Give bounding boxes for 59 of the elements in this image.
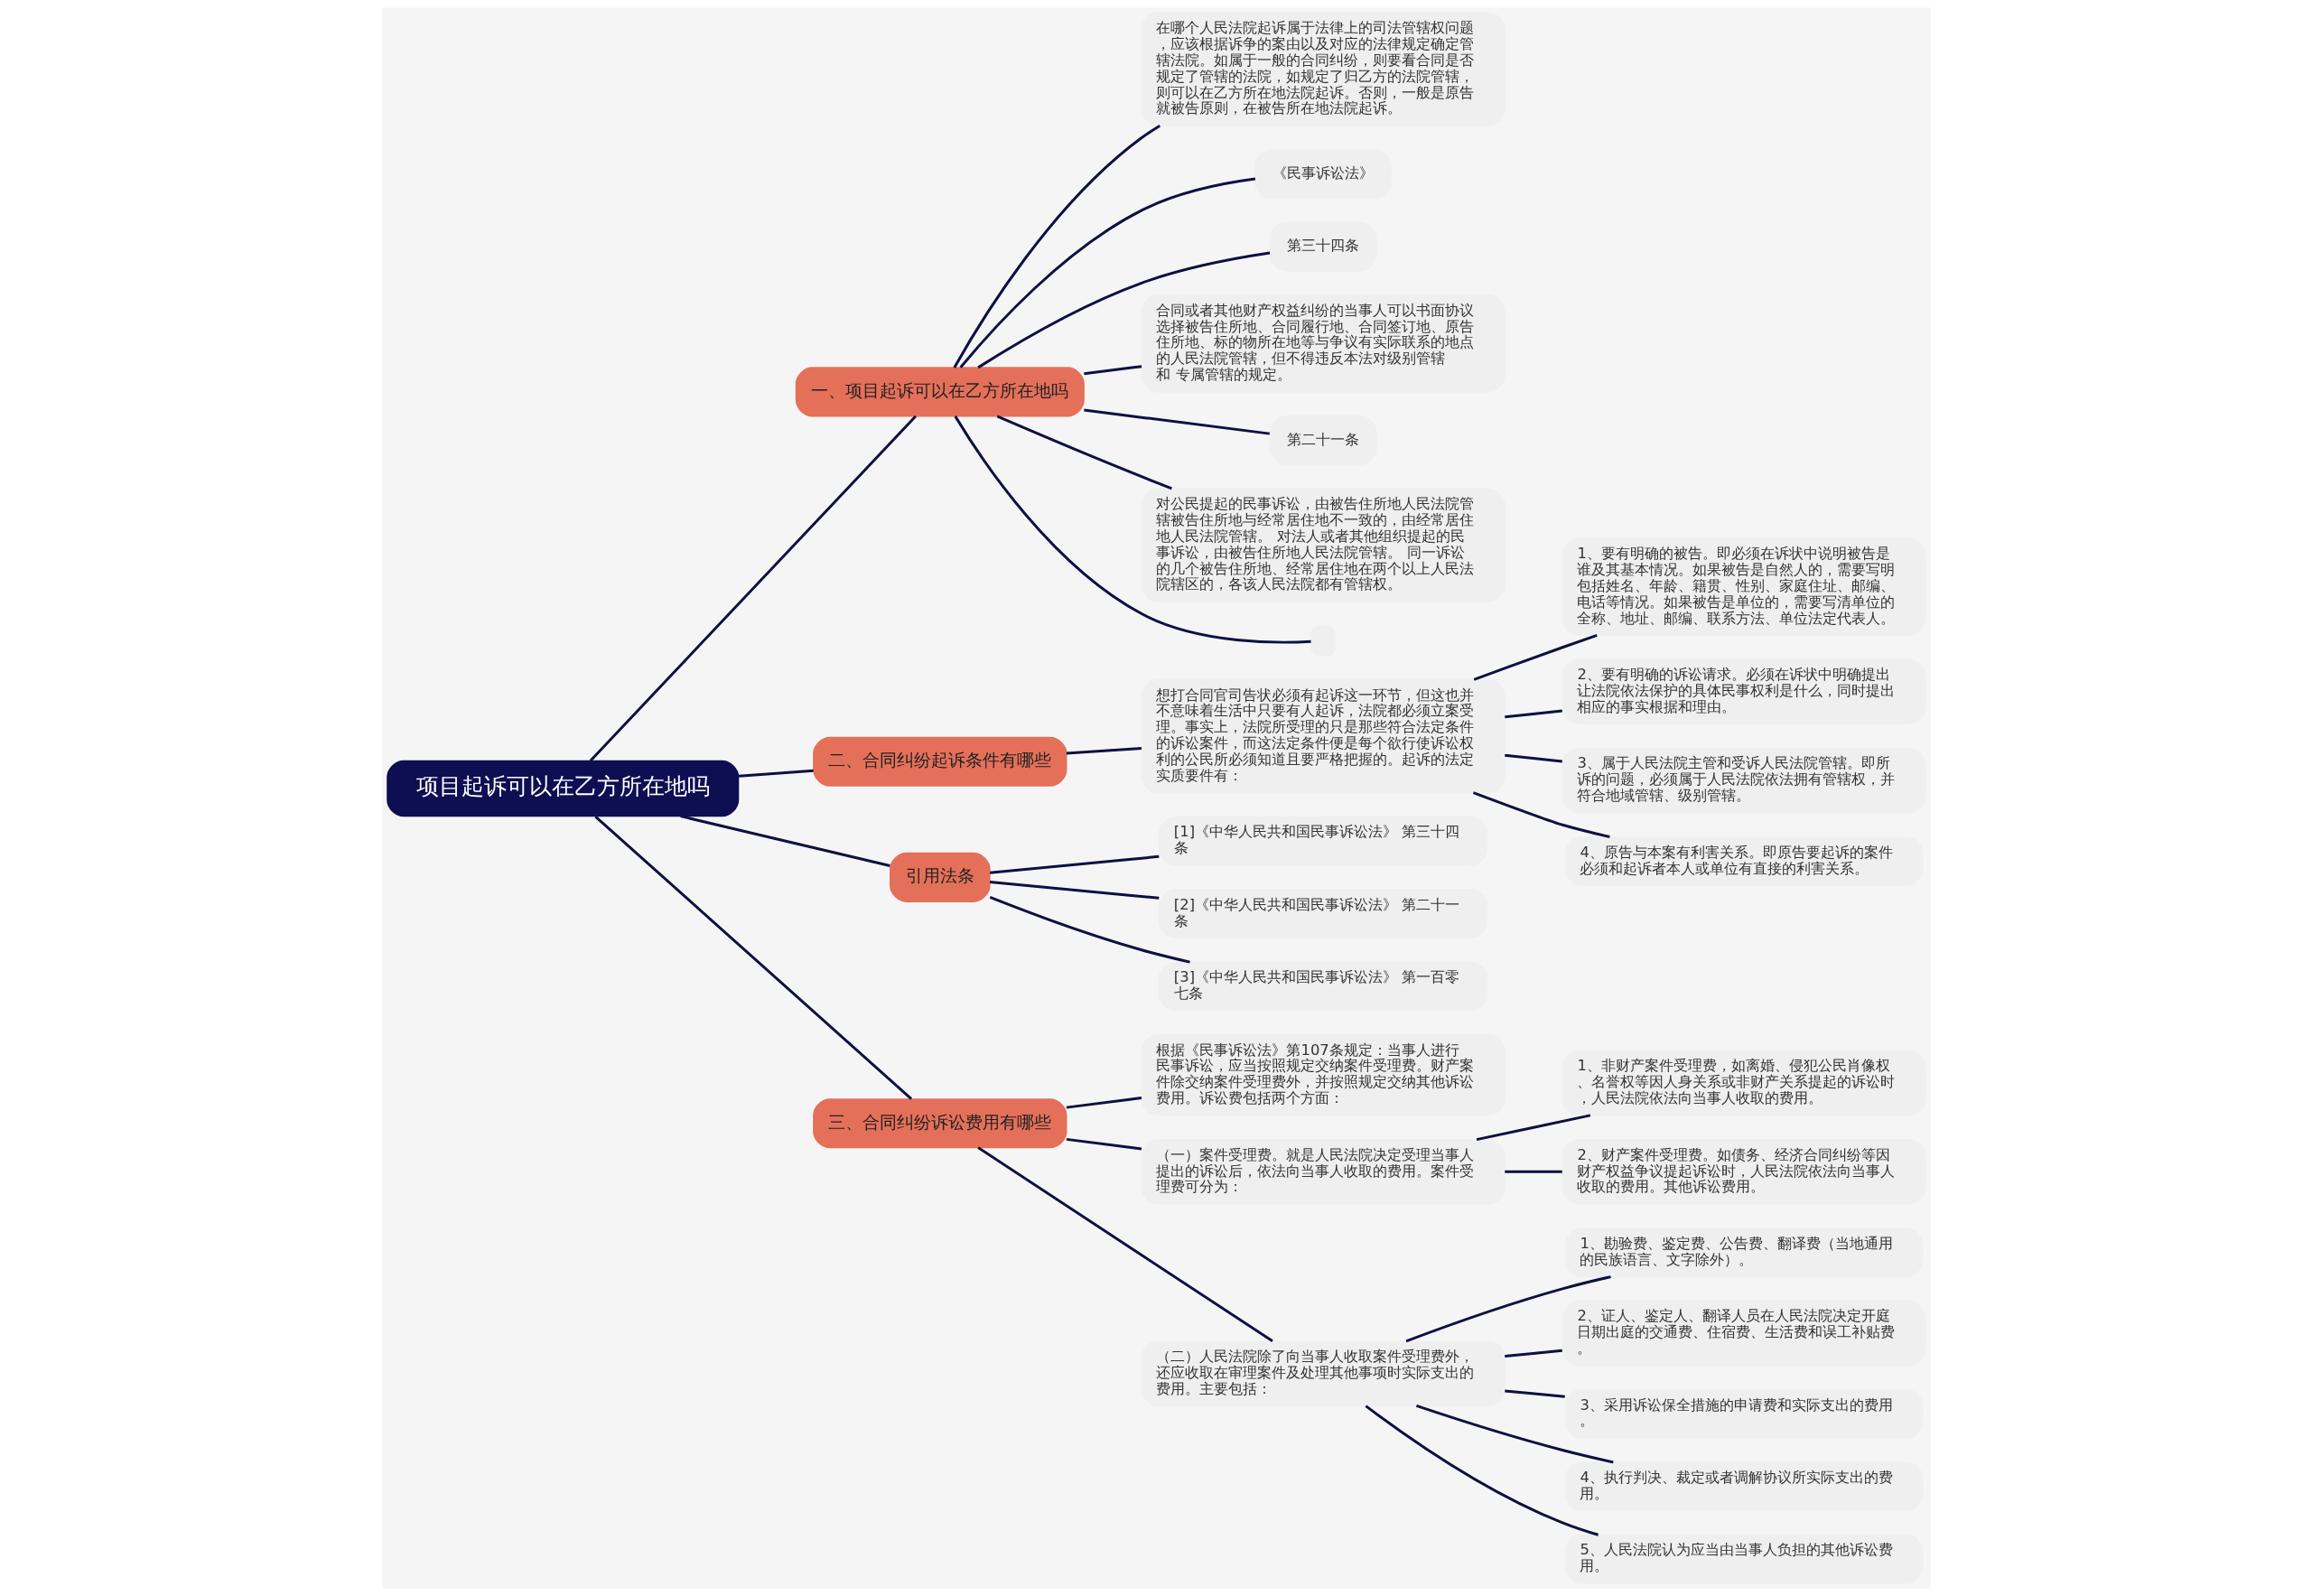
connector [989, 854, 1159, 874]
connector [1066, 1137, 1142, 1151]
node-box: 《民事诉讼法》 [1254, 149, 1392, 200]
node-box: 3、采用诉讼保全措施的申请费和实际支出的费用。 [1563, 1388, 1924, 1439]
node-box: 在哪个人民法院起诉属于法律上的司法管辖权问题，应该根据诉争的案由以及对应的法律规定确定管辖法院。如属于一般的合同纠纷，则要看合同是否规定了管辖的法院，如规定了归乙方的法院管辖，则可以在乙方所在地法院起诉。否则，一般是原告就被告原则，在被告所在地法院起诉。 [1140, 12, 1506, 126]
connector [1476, 1114, 1590, 1142]
connector [976, 1146, 1273, 1342]
connector [1504, 1389, 1565, 1398]
connector [1405, 1275, 1611, 1343]
connector [1066, 1097, 1142, 1109]
connector [989, 881, 1159, 900]
connector [1066, 746, 1142, 755]
node-box: 2、财产案件受理费。如债务、经济合同纠纷等因财产权益争议提起诉讼时，人民法院依法向当事人收取的费用。其他诉讼费用。 [1561, 1138, 1926, 1205]
node-box: 2、要有明确的诉讼请求。必须在诉状中明确提出让法院依法保护的具体民事权利是什么，同时提出相应的事实根据和理由。 [1561, 658, 1926, 725]
connector [1504, 709, 1562, 719]
node-box: 3、属于人民法院主管和受诉人民法院管辖。即所诉的问题，必须属于人民法院依法拥有管辖权，并符合地域管辖、级别管辖。 [1561, 747, 1926, 814]
node-box: 5、人民法院认为应当由当事人负担的其他诉讼费用。 [1563, 1534, 1924, 1584]
connector [1472, 791, 1610, 839]
node-box: [2]《中华人民共和国民事诉讼法》 第二十一条 [1158, 889, 1487, 939]
node-box: 2、证人、鉴定人、翻译人员在人民法院决定开庭日期出庭的交通费、住宿费、生活费和误工补贴费。 [1561, 1300, 1926, 1367]
node-box [1310, 625, 1336, 657]
node-box: 1、要有明确的被告。即必须在诉状中说明被告是谁及其基本情况。如果被告是自然人的，需要写明包括姓名、年龄、籍贯、性别、家庭住址、邮编、电话等情况。如果被告是单位的，需要写清单位的全称、地址、邮编、联系方法、单位法定代表人。 [1561, 537, 1926, 637]
connector [989, 896, 1190, 964]
node-box: 对公民提起的民事诉讼，由被告住所地人民法院管辖被告住所地与经常居住地不一致的，由经常居住地人民法院管辖。 对法人或者其他组织提起的民事诉讼，由被告住所地人民法院管辖。 同一诉讼的几个被告住所地、经常居住地在两个以上人民法院辖区的，各该人民法院都有管辖权。 [1140, 488, 1506, 602]
connector [589, 415, 917, 762]
node-box: 根据《民事诉讼法》第107条规定：当事人进行民事诉讼，应当按照规定交纳案件受理费。财产案件除交纳案件受理费外，并按照规定交纳其他诉讼费用。诉讼费包括两个方面： [1140, 1033, 1506, 1116]
connector [738, 769, 814, 778]
node-box: 合同或者其他财产权益纠纷的当事人可以书面协议选择被告住所地、合同履行地、合同签订地、原告住所地、标的物所在地等与争议有实际联系的地点的人民法院管辖，但不得违反本法对级别管辖和 专属管辖的规定。 [1140, 294, 1506, 393]
connector [976, 251, 1270, 369]
node-box: 第二十一条 [1269, 415, 1377, 466]
node-box: （一）案件受理费。就是人民法院决定受理当事人提出的诉讼后，依法向当事人收取的费用。案件受理费可分为： [1140, 1138, 1506, 1205]
node-box: 第三十四条 [1269, 221, 1377, 272]
node-box: （二）人民法院除了向当事人收取案件受理费外，还应收取在审理案件及处理其他事项时实际支出的费用。主要包括： [1140, 1340, 1506, 1407]
node-box: [3]《中华人民共和国民事诉讼法》 第一百零七条 [1158, 961, 1487, 1012]
connector [593, 815, 912, 1100]
connector [996, 415, 1172, 490]
node-box: 一、项目起诉可以在乙方所在地吗 [795, 367, 1085, 417]
connector [1473, 634, 1598, 681]
node-box: 三、合同纠纷诉讼费用有哪些 [812, 1098, 1067, 1149]
connector [1504, 753, 1562, 763]
connector [1083, 408, 1270, 435]
connector [1083, 365, 1142, 376]
connector [959, 177, 1255, 369]
connector [1364, 1405, 1599, 1536]
connector [952, 124, 1161, 369]
node-box: 想打合同官司告状必须有起诉这一环节，但这也并不意味着生活中只要有人起诉，法院都必须立案受理。事实上，法院所受理的只是那些符合法定条件的诉讼案件，而这法定条件便是每个欲行使诉讼权利的公民所必须知道且要严格把握的。起诉的法定实质要件有： [1140, 678, 1506, 794]
node-box: 引用法条 [889, 852, 991, 902]
node-box: 1、非财产案件受理费，如离婚、侵犯公民肖像权、名誉权等因人身关系或非财产关系提起的诉讼时，人民法院依法向当事人收取的费用。 [1561, 1050, 1926, 1116]
connector [1504, 1349, 1562, 1358]
connector [1415, 1405, 1614, 1464]
node-box: 1、勘验费、鉴定费、公告费、翻译费（当地通用的民族语言、文字除外）。 [1563, 1227, 1924, 1278]
connector [953, 415, 1311, 644]
node-box: 4、执行判决、裁定或者调解协议所实际支出的费用。 [1563, 1461, 1924, 1512]
node-box: 项目起诉可以在乙方所在地吗 [386, 760, 739, 817]
connector [1504, 1170, 1562, 1173]
node-box: 二、合同纠纷起诉条件有哪些 [812, 736, 1067, 787]
node-box: 4、原告与本案有利害关系。即原告要起诉的案件必须和起诉者本人或单位有直接的利害关系。 [1563, 835, 1924, 886]
connector [679, 815, 890, 867]
node-box: [1]《中华人民共和国民事诉讼法》 第三十四条 [1158, 816, 1487, 866]
